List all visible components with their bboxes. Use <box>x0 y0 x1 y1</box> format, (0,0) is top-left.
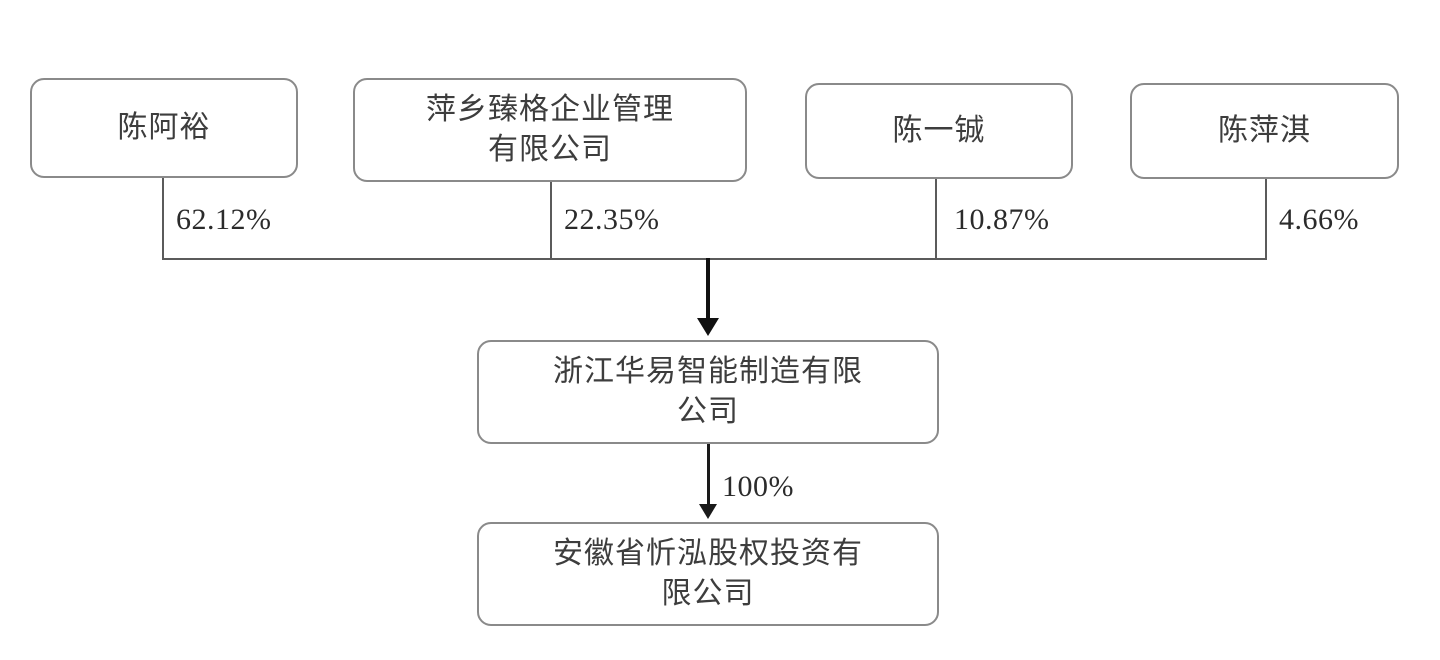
ownership-percent-chen-ayu: 62.12% <box>176 203 272 236</box>
shareholder-label: 陈一铖 <box>892 114 986 148</box>
connector-drop-chen-ayu <box>162 178 164 260</box>
connector-bus-horizontal <box>162 258 1267 260</box>
connector-arrow-head-to-zhejiang <box>697 318 719 336</box>
ownership-percent-chen-pingqi: 4.66% <box>1279 203 1359 236</box>
entity-box-anhui-xinhong[interactable]: 安徽省忻泓股权投资有 限公司 <box>477 522 939 626</box>
connector-arrow-shaft-to-anhui <box>707 444 710 507</box>
shareholder-box-chen-pingqi[interactable]: 陈萍淇 <box>1130 83 1399 179</box>
entity-label: 浙江华易智能制造有限 公司 <box>552 355 863 428</box>
entity-label: 安徽省忻泓股权投资有 限公司 <box>552 537 863 610</box>
ownership-percent-anhui: 100% <box>722 470 794 503</box>
connector-drop-chen-yicheng <box>935 179 937 260</box>
connector-drop-pingxiang <box>550 182 552 260</box>
shareholder-box-chen-yicheng[interactable]: 陈一铖 <box>805 83 1073 179</box>
entity-box-zhejiang-huayi[interactable]: 浙江华易智能制造有限 公司 <box>477 340 939 444</box>
ownership-percent-chen-yicheng: 10.87% <box>954 203 1050 236</box>
shareholder-label: 萍乡臻格企业管理 有限公司 <box>425 93 674 166</box>
ownership-percent-pingxiang: 22.35% <box>564 203 660 236</box>
shareholder-label: 陈阿裕 <box>117 111 211 145</box>
connector-arrow-head-to-anhui <box>699 504 717 519</box>
connector-drop-chen-pingqi <box>1265 179 1267 260</box>
shareholder-label: 陈萍淇 <box>1217 114 1311 148</box>
shareholder-box-chen-ayu[interactable]: 陈阿裕 <box>30 78 298 178</box>
shareholder-box-pingxiang-zhenge[interactable]: 萍乡臻格企业管理 有限公司 <box>353 78 747 182</box>
connector-arrow-shaft-to-zhejiang <box>706 258 710 320</box>
